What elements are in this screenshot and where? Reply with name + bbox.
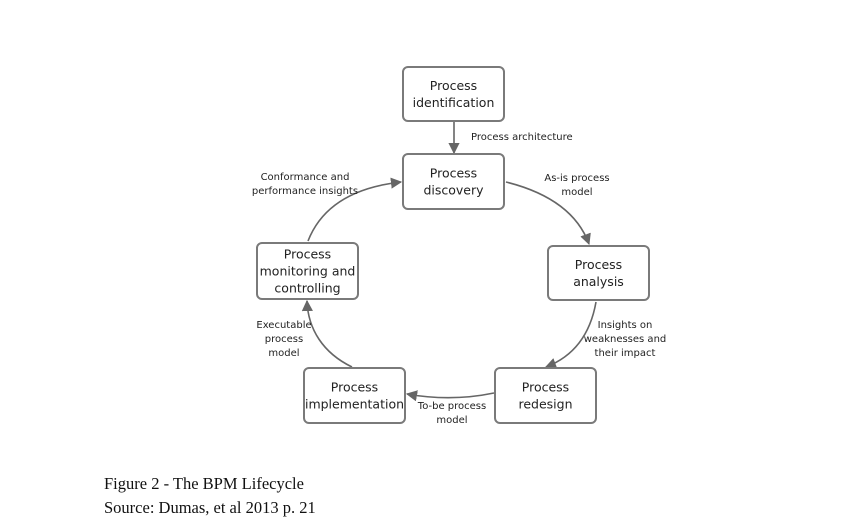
edge-label-implementation-to-monitoring: model bbox=[268, 348, 299, 359]
node-label-implementation: implementation bbox=[305, 397, 404, 412]
node-redesign: Process redesign bbox=[494, 367, 597, 424]
node-label-monitoring: Process bbox=[284, 247, 331, 262]
edge-redesign-to-implementation: To-be process model bbox=[405, 390, 495, 426]
edge-label-discovery-to-analysis: model bbox=[561, 187, 592, 198]
edge-discovery-to-analysis: As-is process model bbox=[505, 173, 610, 246]
node-label-redesign: Process bbox=[522, 380, 569, 395]
node-box-monitoring bbox=[256, 242, 359, 300]
edge-label-analysis-to-redesign: weaknesses and bbox=[584, 334, 667, 345]
edge-label-implementation-to-monitoring: process bbox=[265, 334, 303, 345]
edge-label-analysis-to-redesign: Insights on bbox=[598, 320, 653, 331]
node-identification: Process identification bbox=[402, 66, 505, 122]
edge-label-monitoring-to-discovery: performance insights bbox=[252, 186, 358, 197]
edge-monitoring-to-discovery: Conformance and performance insights bbox=[252, 172, 403, 242]
node-label-analysis: analysis bbox=[573, 274, 624, 289]
edge-label-analysis-to-redesign: their impact bbox=[595, 348, 656, 359]
node-label-identification: Process bbox=[430, 78, 477, 93]
edge-label-monitoring-to-discovery: Conformance and bbox=[261, 172, 350, 183]
edge-label-identification-to-discovery: Process architecture bbox=[471, 132, 573, 143]
node-label-analysis: Process bbox=[575, 257, 622, 272]
arrow-analysis-to-redesign bbox=[544, 301, 597, 369]
arrow-monitoring-to-discovery bbox=[307, 177, 403, 242]
figure-caption: Figure 2 - The BPM Lifecycle bbox=[104, 474, 304, 493]
arrow-discovery-to-analysis bbox=[505, 181, 591, 246]
node-label-discovery: discovery bbox=[423, 183, 484, 198]
edge-label-redesign-to-implementation: To-be process bbox=[417, 401, 486, 412]
node-box-identification bbox=[402, 66, 505, 122]
node-monitoring: Process monitoring and controlling bbox=[256, 242, 359, 300]
node-implementation: Process implementation bbox=[303, 367, 406, 424]
node-label-discovery: Process bbox=[430, 166, 477, 181]
edge-implementation-to-monitoring: Executable process model bbox=[256, 299, 353, 368]
node-analysis: Process analysis bbox=[547, 245, 650, 301]
node-label-identification: identification bbox=[413, 95, 495, 110]
node-label-redesign: redesign bbox=[518, 397, 572, 412]
node-box-redesign bbox=[494, 367, 597, 424]
edge-label-discovery-to-analysis: As-is process bbox=[544, 173, 609, 184]
edge-identification-to-discovery: Process architecture bbox=[448, 122, 573, 155]
node-label-monitoring: monitoring and bbox=[260, 264, 356, 279]
node-box-analysis bbox=[547, 245, 650, 301]
edge-label-implementation-to-monitoring: Executable bbox=[256, 320, 311, 331]
arrow-implementation-to-monitoring bbox=[301, 299, 353, 368]
node-label-implementation: Process bbox=[331, 380, 378, 395]
node-discovery: Process discovery bbox=[402, 153, 505, 210]
node-box-discovery bbox=[402, 153, 505, 210]
node-box-implementation bbox=[303, 367, 406, 424]
edge-label-redesign-to-implementation: model bbox=[436, 415, 467, 426]
node-label-monitoring: controlling bbox=[274, 281, 340, 296]
edge-analysis-to-redesign: Insights on weaknesses and their impact bbox=[544, 301, 667, 369]
figure-source: Source: Dumas, et al 2013 p. 21 bbox=[104, 498, 316, 517]
arrow-redesign-to-implementation bbox=[405, 390, 495, 402]
